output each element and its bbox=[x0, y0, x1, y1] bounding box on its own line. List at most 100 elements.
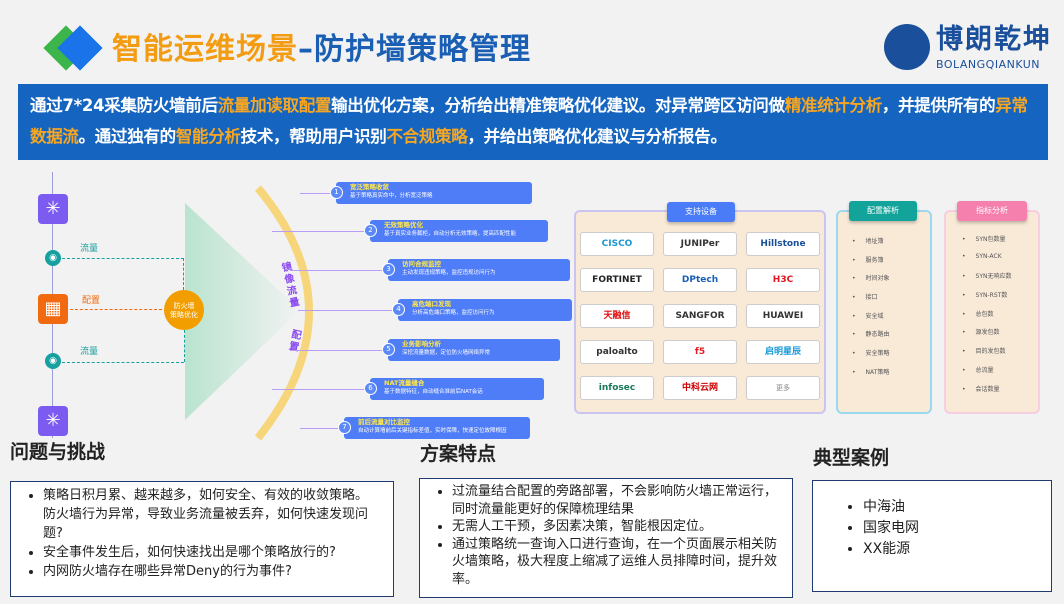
device-logo: 天融信 bbox=[580, 304, 654, 328]
company-logo-icon bbox=[884, 24, 930, 70]
list-item: NAT策略 bbox=[852, 367, 890, 386]
config-link bbox=[70, 309, 162, 310]
step-number: 1 bbox=[330, 186, 343, 199]
features-heading: 方案特点 bbox=[420, 443, 497, 465]
list-item: 内网防火墙存在哪些异常Deny的行为事件? bbox=[43, 562, 379, 581]
device-logo: paloalto bbox=[580, 340, 654, 364]
challenges-heading: 问题与挑战 bbox=[10, 441, 106, 463]
list-item: 源发包数 bbox=[962, 327, 1012, 346]
device-logo: FORTINET bbox=[580, 268, 654, 292]
list-item: 静态路由 bbox=[852, 329, 890, 348]
step-number: 7 bbox=[338, 421, 351, 434]
card-connector bbox=[290, 270, 388, 271]
list-item: 策略日积月累、越来越多，如何安全、有效的收敛策略。防火墙行为异常，导致业务流量被… bbox=[43, 486, 379, 543]
list-item: SYN-ACK bbox=[962, 253, 1012, 272]
highlight-text: 智能分析 bbox=[175, 127, 241, 146]
step-number: 6 bbox=[364, 382, 377, 395]
device-logo: 更多 bbox=[746, 376, 820, 400]
card-connector bbox=[298, 310, 398, 311]
list-item: SYN-RST数 bbox=[962, 290, 1012, 309]
eye-icon: ◉ bbox=[45, 353, 61, 369]
step-number: 4 bbox=[392, 303, 405, 316]
company-logo-text: 博朗乾坤 bbox=[936, 24, 1052, 55]
list-item: 时间对象 bbox=[852, 273, 890, 292]
card-title: 无效策略优化 bbox=[384, 221, 423, 229]
capability-card: 4 高危端口发现分析高危端口策略，监控访问行为 bbox=[392, 299, 572, 321]
intro-banner: 通过7*24采集防火墙前后流量加读取配置输出优化方案，分析给出精准策略优化建议。… bbox=[18, 84, 1048, 160]
card-connector bbox=[300, 193, 336, 194]
card-connector bbox=[290, 350, 388, 351]
list-item: 地址簿 bbox=[852, 236, 890, 255]
device-logo: HUAWEI bbox=[746, 304, 820, 328]
list-item: SYN无响应数 bbox=[962, 271, 1012, 290]
flow-label: 流量 bbox=[80, 347, 99, 357]
config-label: 配置 bbox=[82, 296, 101, 306]
list-item: 总流量 bbox=[962, 365, 1012, 384]
device-logo: CISCO bbox=[580, 232, 654, 256]
challenges-box: 策略日积月累、越来越多，如何安全、有效的收敛策略。防火墙行为异常，导致业务流量被… bbox=[10, 481, 394, 597]
capability-card: 5 业务影响分析深挖流量数据，定位防火墙网络异常 bbox=[382, 339, 560, 361]
step-number: 3 bbox=[382, 263, 395, 276]
list-item: 目的发包数 bbox=[962, 346, 1012, 365]
banner-text: 采集防火墙前后 bbox=[104, 96, 218, 115]
card-desc: 分析高危端口策略，监控访问行为 bbox=[412, 310, 495, 316]
cases-heading: 典型案例 bbox=[813, 447, 890, 469]
list-item: 会话数量 bbox=[962, 384, 1012, 403]
device-logo: f5 bbox=[663, 340, 737, 364]
device-logo: 启明星辰 bbox=[746, 340, 820, 364]
device-logo: infosec bbox=[580, 376, 654, 400]
banner-text: ，并提供所有的 bbox=[881, 96, 996, 115]
list-item: 接口 bbox=[852, 292, 890, 311]
list-item: 中海油 bbox=[863, 497, 1051, 518]
card-connector bbox=[272, 389, 370, 390]
supported-devices-tag: 支持设备 bbox=[667, 202, 735, 222]
device-logo: DPtech bbox=[663, 268, 737, 292]
list-item: 过流量结合配置的旁路部署，不会影响防火墙正常运行，同时流量能更好的保障梳理结果 bbox=[452, 483, 782, 518]
highlight-text: 流量加读取配置 bbox=[217, 96, 332, 115]
card-title: 高危端口发现 bbox=[412, 300, 451, 308]
analysis-funnel bbox=[185, 203, 300, 420]
flow-link bbox=[184, 330, 185, 362]
capability-card: 7 前后流量对比监控自动计算墙前后关键指标差值，实时保障，快速定位故障根因 bbox=[338, 417, 530, 439]
list-item: 通过策略统一查询入口进行查询，在一个页面展示相关防火墙策略，极大程度上缩减了运维… bbox=[452, 536, 782, 589]
list-item: 服务簿 bbox=[852, 255, 890, 274]
cases-box: 中海油国家电网XX能源 bbox=[812, 480, 1052, 592]
card-desc: 基于数据特征，自动缝合准前后NAT会话 bbox=[384, 389, 483, 395]
banner-text: 。通过独有的 bbox=[78, 127, 177, 146]
step-number: 5 bbox=[382, 343, 395, 356]
features-box: 过流量结合配置的旁路部署，不会影响防火墙正常运行，同时流量能更好的保障梳理结果无… bbox=[419, 478, 793, 598]
banner-text: 7*24 bbox=[62, 96, 105, 115]
config-parsing-tag: 配置解析 bbox=[849, 201, 917, 221]
highlight-text: 精准统计分析 bbox=[784, 96, 883, 115]
card-desc: 自动计算墙前后关键指标差值，实时保障，快速定位故障根因 bbox=[358, 428, 507, 434]
firewall-optimization-hub: 防火墙策略优化 bbox=[164, 290, 204, 330]
card-title: NAT流量缝合 bbox=[384, 379, 425, 387]
list-item: SYN包数量 bbox=[962, 234, 1012, 253]
card-title: 访问合规监控 bbox=[402, 260, 441, 268]
banner-text: 通过 bbox=[30, 96, 63, 115]
capability-card: 6 NAT流量缝合基于数据特征，自动缝合准前后NAT会话 bbox=[364, 378, 544, 400]
page-title: 智能运维场景–防护墙策略管理 bbox=[112, 32, 531, 67]
card-title: 前后流量对比监控 bbox=[358, 418, 410, 426]
arc bbox=[254, 185, 313, 441]
list-item: 安全策略 bbox=[852, 348, 890, 367]
metrics-tag: 指标分析 bbox=[957, 201, 1027, 221]
network-node-icon: ✳ bbox=[38, 406, 68, 436]
device-logo: H3C bbox=[746, 268, 820, 292]
list-item: XX能源 bbox=[863, 539, 1051, 560]
card-desc: 深挖流量数据，定位防火墙网络异常 bbox=[402, 350, 491, 356]
flow-link bbox=[62, 362, 184, 363]
card-title: 业务影响分析 bbox=[402, 340, 441, 348]
device-logo: SANGFOR bbox=[663, 304, 737, 328]
network-node-icon: ✳ bbox=[38, 194, 68, 224]
card-title: 宽泛策略收敛 bbox=[350, 183, 389, 191]
banner-text: ，并给出策略优化建议与分析报告。 bbox=[467, 127, 727, 146]
company-logo-subtext: BOLANGQIANKUN bbox=[936, 58, 1041, 71]
list-item: 总包数 bbox=[962, 309, 1012, 328]
header-logo-mark bbox=[43, 25, 103, 72]
eye-icon: ◉ bbox=[45, 250, 61, 266]
device-logo: JUNIPer bbox=[663, 232, 737, 256]
list-item: 无需人工干预，多因素决策，智能根因定位。 bbox=[452, 518, 782, 536]
